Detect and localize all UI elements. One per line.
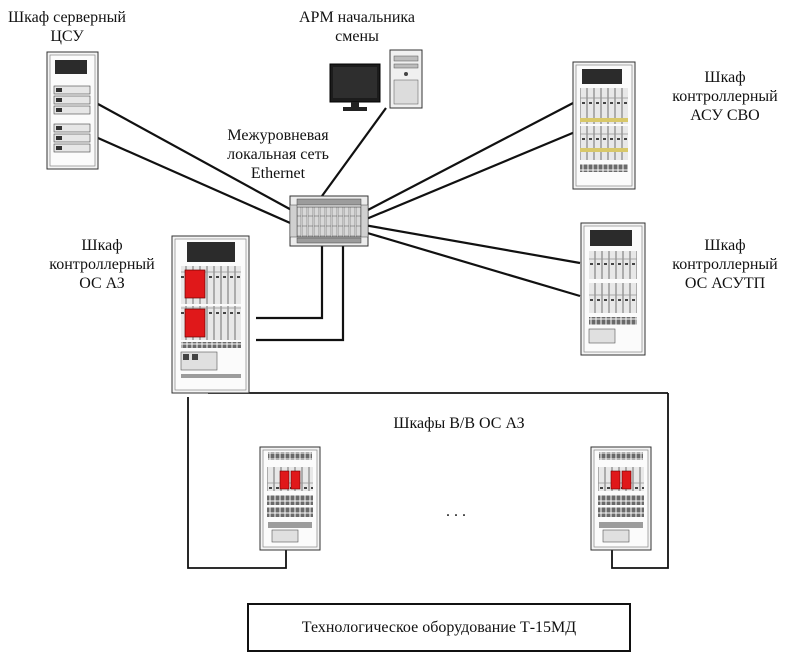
link-server-switch-1 [97, 103, 298, 214]
label-cabinet-asu-svo: Шкаф контроллерный АСУ СВО [658, 68, 792, 125]
link-os-az-switch-2 [256, 246, 345, 342]
label-io-cabinets: Шкафы В/В ОС АЗ [393, 415, 525, 432]
label-os-az-line3: ОС АЗ [79, 275, 125, 292]
label-network: Межуровневая локальная сеть Ethernet [218, 126, 338, 183]
link-server-switch-2 [97, 136, 298, 228]
cabinet-asu-svo [572, 61, 636, 190]
label-os-asutp-line2: контроллерный [672, 256, 778, 273]
label-network-line2: локальная сеть [227, 146, 329, 163]
ethernet-links [97, 101, 581, 342]
equipment-box: Технологическое оборудование Т-15МД [247, 603, 631, 652]
link-os-az-switch-1 [256, 246, 324, 320]
link-asu-svo-switch-1 [363, 101, 576, 213]
io-cabinet-2 [590, 446, 652, 551]
label-server-cabinet: Шкаф серверный ЦСУ [6, 8, 128, 46]
label-cabinet-os-az: Шкаф контроллерный ОС АЗ [38, 236, 166, 293]
label-workstation: АРМ начальника смены [284, 8, 430, 46]
label-asu-svo-line3: АСУ СВО [690, 107, 760, 124]
link-asutp-switch-1 [363, 223, 581, 265]
label-equipment: Технологическое оборудование Т-15МД [301, 618, 577, 636]
label-os-asutp-line1: Шкаф [704, 237, 746, 254]
label-network-line3: Ethernet [250, 165, 306, 182]
label-os-az-line1: Шкаф [81, 237, 123, 254]
label-asu-svo-line1: Шкаф [704, 69, 746, 86]
label-network-line1: Межуровневая [227, 127, 329, 144]
server-cabinet [46, 51, 99, 170]
label-workstation-line2: смены [335, 28, 379, 45]
workstation [329, 49, 423, 111]
label-os-asutp-line3: ОС АСУТП [684, 275, 766, 292]
link-workstation-switch [321, 107, 387, 197]
label-server-cabinet-line1: Шкаф серверный [8, 9, 126, 26]
label-workstation-line1: АРМ начальника [298, 9, 416, 26]
label-os-az-line2: контроллерный [49, 256, 155, 273]
link-asu-svo-switch-2 [363, 130, 576, 222]
label-server-cabinet-line2: ЦСУ [50, 28, 84, 45]
server-units [53, 85, 91, 153]
io-cabinet-1 [259, 446, 321, 551]
ethernet-switch [289, 195, 369, 247]
cabinet-os-az [171, 235, 250, 394]
link-asutp-switch-2 [363, 230, 581, 298]
label-cabinet-os-asutp: Шкаф контроллерный ОС АСУТП [658, 236, 792, 293]
label-ellipsis: . . . [446, 503, 466, 520]
label-asu-svo-line2: контроллерный [672, 88, 778, 105]
cabinet-os-asutp [580, 222, 646, 356]
